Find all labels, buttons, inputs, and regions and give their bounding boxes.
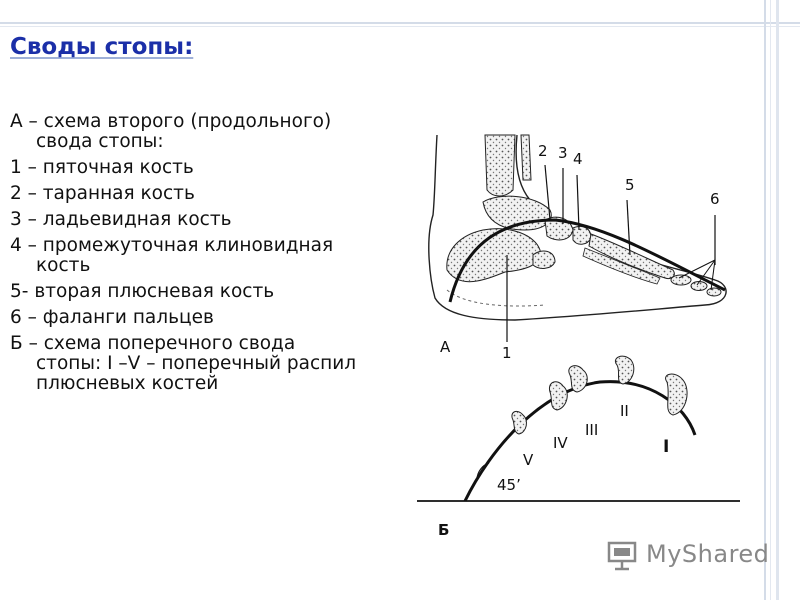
tibia-bone (484, 134, 516, 197)
legend-item-2: 2 – таранная кость (10, 183, 195, 204)
slide-title: Своды стопы: (10, 34, 194, 60)
slide-frame-right-outer (776, 0, 779, 600)
slide-frame-top (0, 22, 800, 24)
metatarsal-section-iv (548, 381, 568, 411)
leader-line-2 (544, 164, 551, 221)
label-2: 2 (538, 142, 548, 160)
leader-line-4 (576, 174, 580, 231)
foot-longitudinal-diagram: 2 3 4 5 6 1 А (428, 134, 727, 362)
foot-transverse-diagram: V IV III II I 45’ Б (417, 355, 740, 539)
legend-item-5: 5- вторая плюсневая кость (10, 281, 275, 302)
leader-line-6c (710, 259, 716, 291)
cuboid-bone (532, 250, 556, 269)
legend-item-6: 6 – фаланги пальцев (10, 307, 214, 328)
metatarsal-section-i (665, 373, 688, 416)
angle-label: 45’ (497, 476, 521, 494)
watermark-logo: MyShared (606, 538, 770, 572)
legend-item-4: 4 – промежуточная клиновидная кость (10, 235, 334, 276)
legend-item-1: 1 – пяточная кость (10, 157, 194, 178)
label-3: 3 (558, 144, 568, 162)
foot-arch-figure: 2 3 4 5 6 1 А V IV III II I 45’ Б (405, 120, 755, 560)
metatarsal-bone-lateral (582, 247, 661, 285)
label-a: А (440, 338, 451, 356)
label-b: Б (438, 521, 449, 539)
legend-item-3: 3 – ладьевидная кость (10, 209, 232, 230)
roman-i: I (663, 437, 669, 457)
calcaneus-bone (446, 228, 541, 283)
metatarsal-section-ii (615, 355, 635, 385)
legend-item-b: Б – схема поперечного свода стопы: I –V … (10, 333, 357, 394)
roman-iii: III (585, 421, 598, 439)
legend-list: А – схема второго (продольного) свода ст… (10, 112, 360, 400)
label-5: 5 (625, 176, 635, 194)
slide-frame-right-inner (770, 0, 771, 600)
presentation-icon (607, 541, 637, 571)
metatarsal-section-iii (568, 365, 588, 393)
metatarsal-section-v (511, 410, 527, 435)
leader-line-5 (626, 199, 631, 256)
roman-iv: IV (553, 434, 568, 452)
longitudinal-arch-line (448, 218, 726, 303)
sole-contour (446, 289, 546, 307)
foot-arch-drawing: 2 3 4 5 6 1 А V IV III II I 45’ Б (417, 134, 740, 539)
leader-line-6b (696, 259, 716, 286)
legend-item-a: А – схема второго (продольного) свода ст… (10, 111, 332, 152)
cuneiform-bone (572, 225, 592, 245)
leader-line-6a (678, 259, 716, 279)
fibula-bone (520, 134, 532, 181)
phalanx-proximal (670, 274, 692, 286)
phalanx-distal (706, 287, 722, 297)
roman-v: V (523, 451, 534, 469)
label-6: 6 (710, 190, 720, 208)
slide-frame-top-inner (0, 26, 800, 27)
label-1: 1 (502, 344, 512, 362)
angle-arc (476, 462, 490, 480)
watermark-text: MyShared (646, 540, 770, 568)
label-4: 4 (573, 150, 583, 168)
roman-ii: II (620, 402, 629, 420)
slide-frame-right (764, 0, 766, 600)
